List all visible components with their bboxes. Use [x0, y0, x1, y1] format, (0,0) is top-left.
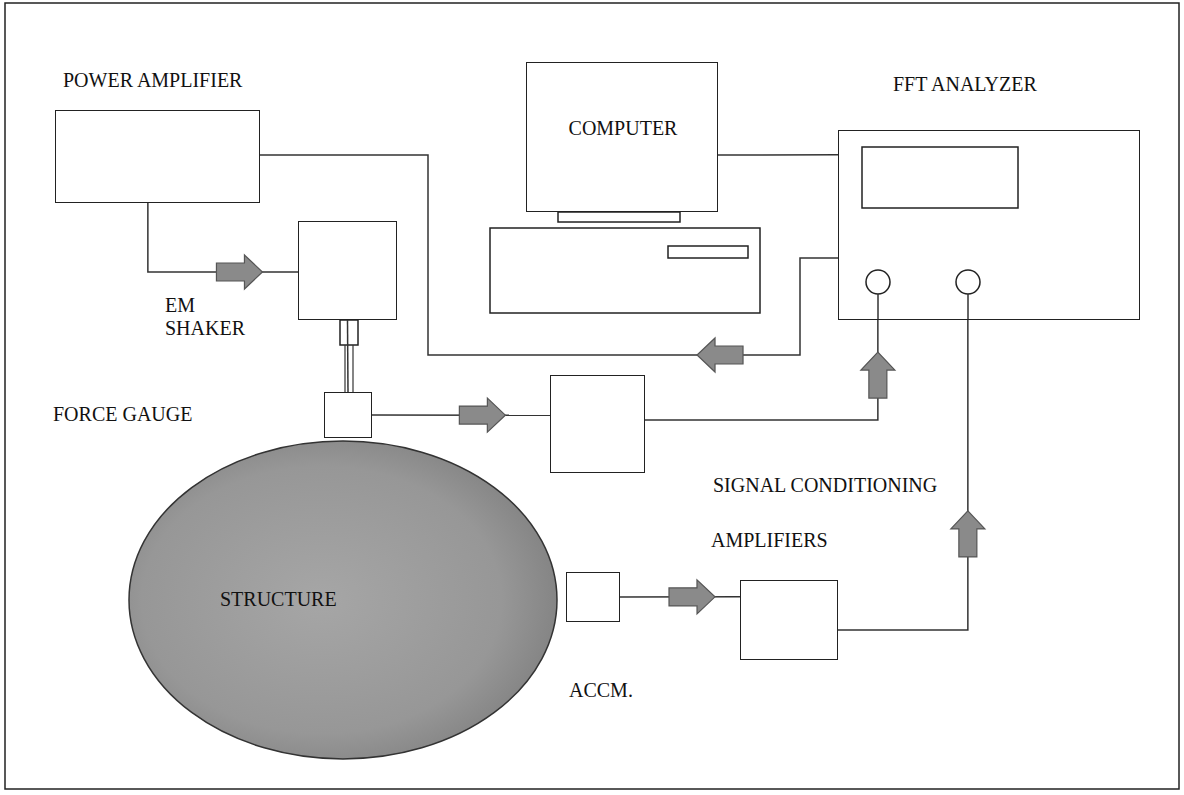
input-channel — [866, 270, 890, 294]
node-label: COMPUTER — [567, 117, 680, 140]
analyzer-box: FFT ANALYZER — [838, 130, 1140, 320]
node-label: STRUCTURE — [218, 588, 339, 611]
flow-arrow — [459, 398, 505, 432]
stinger-rod — [344, 345, 345, 392]
structure-outline — [128, 440, 558, 760]
node-label: FORCE GAUGE — [51, 403, 194, 426]
node-label: EM SHAKER — [163, 294, 247, 340]
flow-arrow — [951, 511, 985, 557]
input-channel — [956, 270, 980, 294]
outer-frame — [5, 3, 1179, 789]
shaker-box: EM SHAKER — [298, 221, 397, 320]
signal-connector — [620, 580, 740, 614]
computer-monitor: COMPUTER — [526, 62, 718, 212]
accelerometer-box: ACCM. — [566, 572, 620, 622]
signal-connector — [148, 203, 298, 289]
node-label: SIGNAL CONDITIONING — [711, 474, 939, 497]
signal-line — [347, 320, 349, 392]
conditioner-box: SIGNAL CONDITIONING — [550, 375, 645, 473]
node-label: POWER AMPLIFIER — [61, 69, 244, 92]
input-lead — [967, 294, 969, 320]
amplifier-box: POWER AMPLIFIER — [55, 110, 260, 203]
signal-connector — [645, 320, 895, 420]
computer-base — [490, 228, 760, 313]
signal-connector — [372, 398, 550, 432]
flow-arrow — [861, 352, 895, 398]
force-gauge-box: FORCE GAUGE — [324, 392, 372, 438]
node-label: ACCM. — [567, 679, 635, 702]
structure-body: STRUCTURE — [128, 440, 558, 760]
disk-slot — [668, 246, 748, 258]
signal-connector — [718, 154, 838, 155]
input-lead — [877, 294, 879, 320]
node-label: FFT ANALYZER — [891, 73, 1039, 96]
stinger-coupling — [340, 320, 358, 345]
signal-line — [645, 320, 878, 420]
analyzer-screen — [862, 147, 1018, 208]
signal-line — [260, 155, 838, 355]
flow-arrow — [216, 255, 262, 289]
signal-connector — [347, 320, 349, 392]
signal-connector — [260, 155, 838, 372]
node-label: AMPLIFIERS — [709, 529, 830, 552]
amplifier-box: AMPLIFIERS — [740, 580, 838, 660]
signal-line — [718, 154, 838, 156]
monitor-stand — [558, 212, 680, 222]
stinger-rod — [352, 345, 353, 392]
signal-line — [148, 203, 298, 272]
flow-arrow — [697, 338, 743, 372]
flow-arrow — [669, 580, 715, 614]
